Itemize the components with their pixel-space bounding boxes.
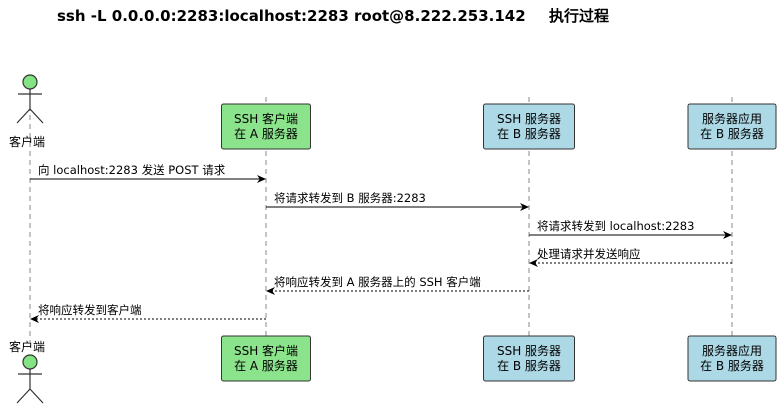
message-label: 将请求转发到 localhost:2283 xyxy=(537,219,694,233)
diagram-title-suffix: 执行过程 xyxy=(549,7,609,25)
participant-label: 在 B 服务器 xyxy=(497,358,561,373)
message-arrow: 处理请求并发送响应 xyxy=(529,247,732,267)
participant-label: 在 A 服务器 xyxy=(234,126,298,141)
participant-label: 在 B 服务器 xyxy=(700,358,764,373)
message-arrow: 将响应转发到 A 服务器上的 SSH 客户端 xyxy=(266,275,529,295)
diagram-title: ssh -L 0.0.0.0:2283:localhost:2283 root@… xyxy=(57,7,526,25)
message-label: 处理请求并发送响应 xyxy=(537,247,641,261)
message-label: 将请求转发到 B 服务器:2283 xyxy=(274,191,426,205)
participant-label: 在 B 服务器 xyxy=(497,126,561,141)
participant-label: SSH 客户端 xyxy=(234,111,298,126)
participant-label: 在 B 服务器 xyxy=(700,126,764,141)
participant-label-client-top: 客户端 xyxy=(9,134,45,149)
participant-label: 服务器应用 xyxy=(702,111,762,126)
participant-label: SSH 服务器 xyxy=(497,111,561,126)
message-arrow: 将请求转发到 B 服务器:2283 xyxy=(266,191,529,211)
participant-label: 服务器应用 xyxy=(702,343,762,358)
stick-figure-icon xyxy=(16,354,44,404)
message-arrow: 将响应转发到客户端 xyxy=(30,303,266,323)
message-label: 向 localhost:2283 发送 POST 请求 xyxy=(38,163,226,177)
participant-label: SSH 客户端 xyxy=(234,343,298,358)
message-arrow: 向 localhost:2283 发送 POST 请求 xyxy=(30,163,266,183)
message-label: 将响应转发到 A 服务器上的 SSH 客户端 xyxy=(274,275,481,289)
stick-figure-icon xyxy=(16,74,44,124)
participant-label-client-bottom: 客户端 xyxy=(9,339,45,354)
participant-label: SSH 服务器 xyxy=(497,343,561,358)
participant-label: 在 A 服务器 xyxy=(234,358,298,373)
message-label: 将响应转发到客户端 xyxy=(38,303,142,317)
message-arrow: 将请求转发到 localhost:2283 xyxy=(529,219,732,239)
